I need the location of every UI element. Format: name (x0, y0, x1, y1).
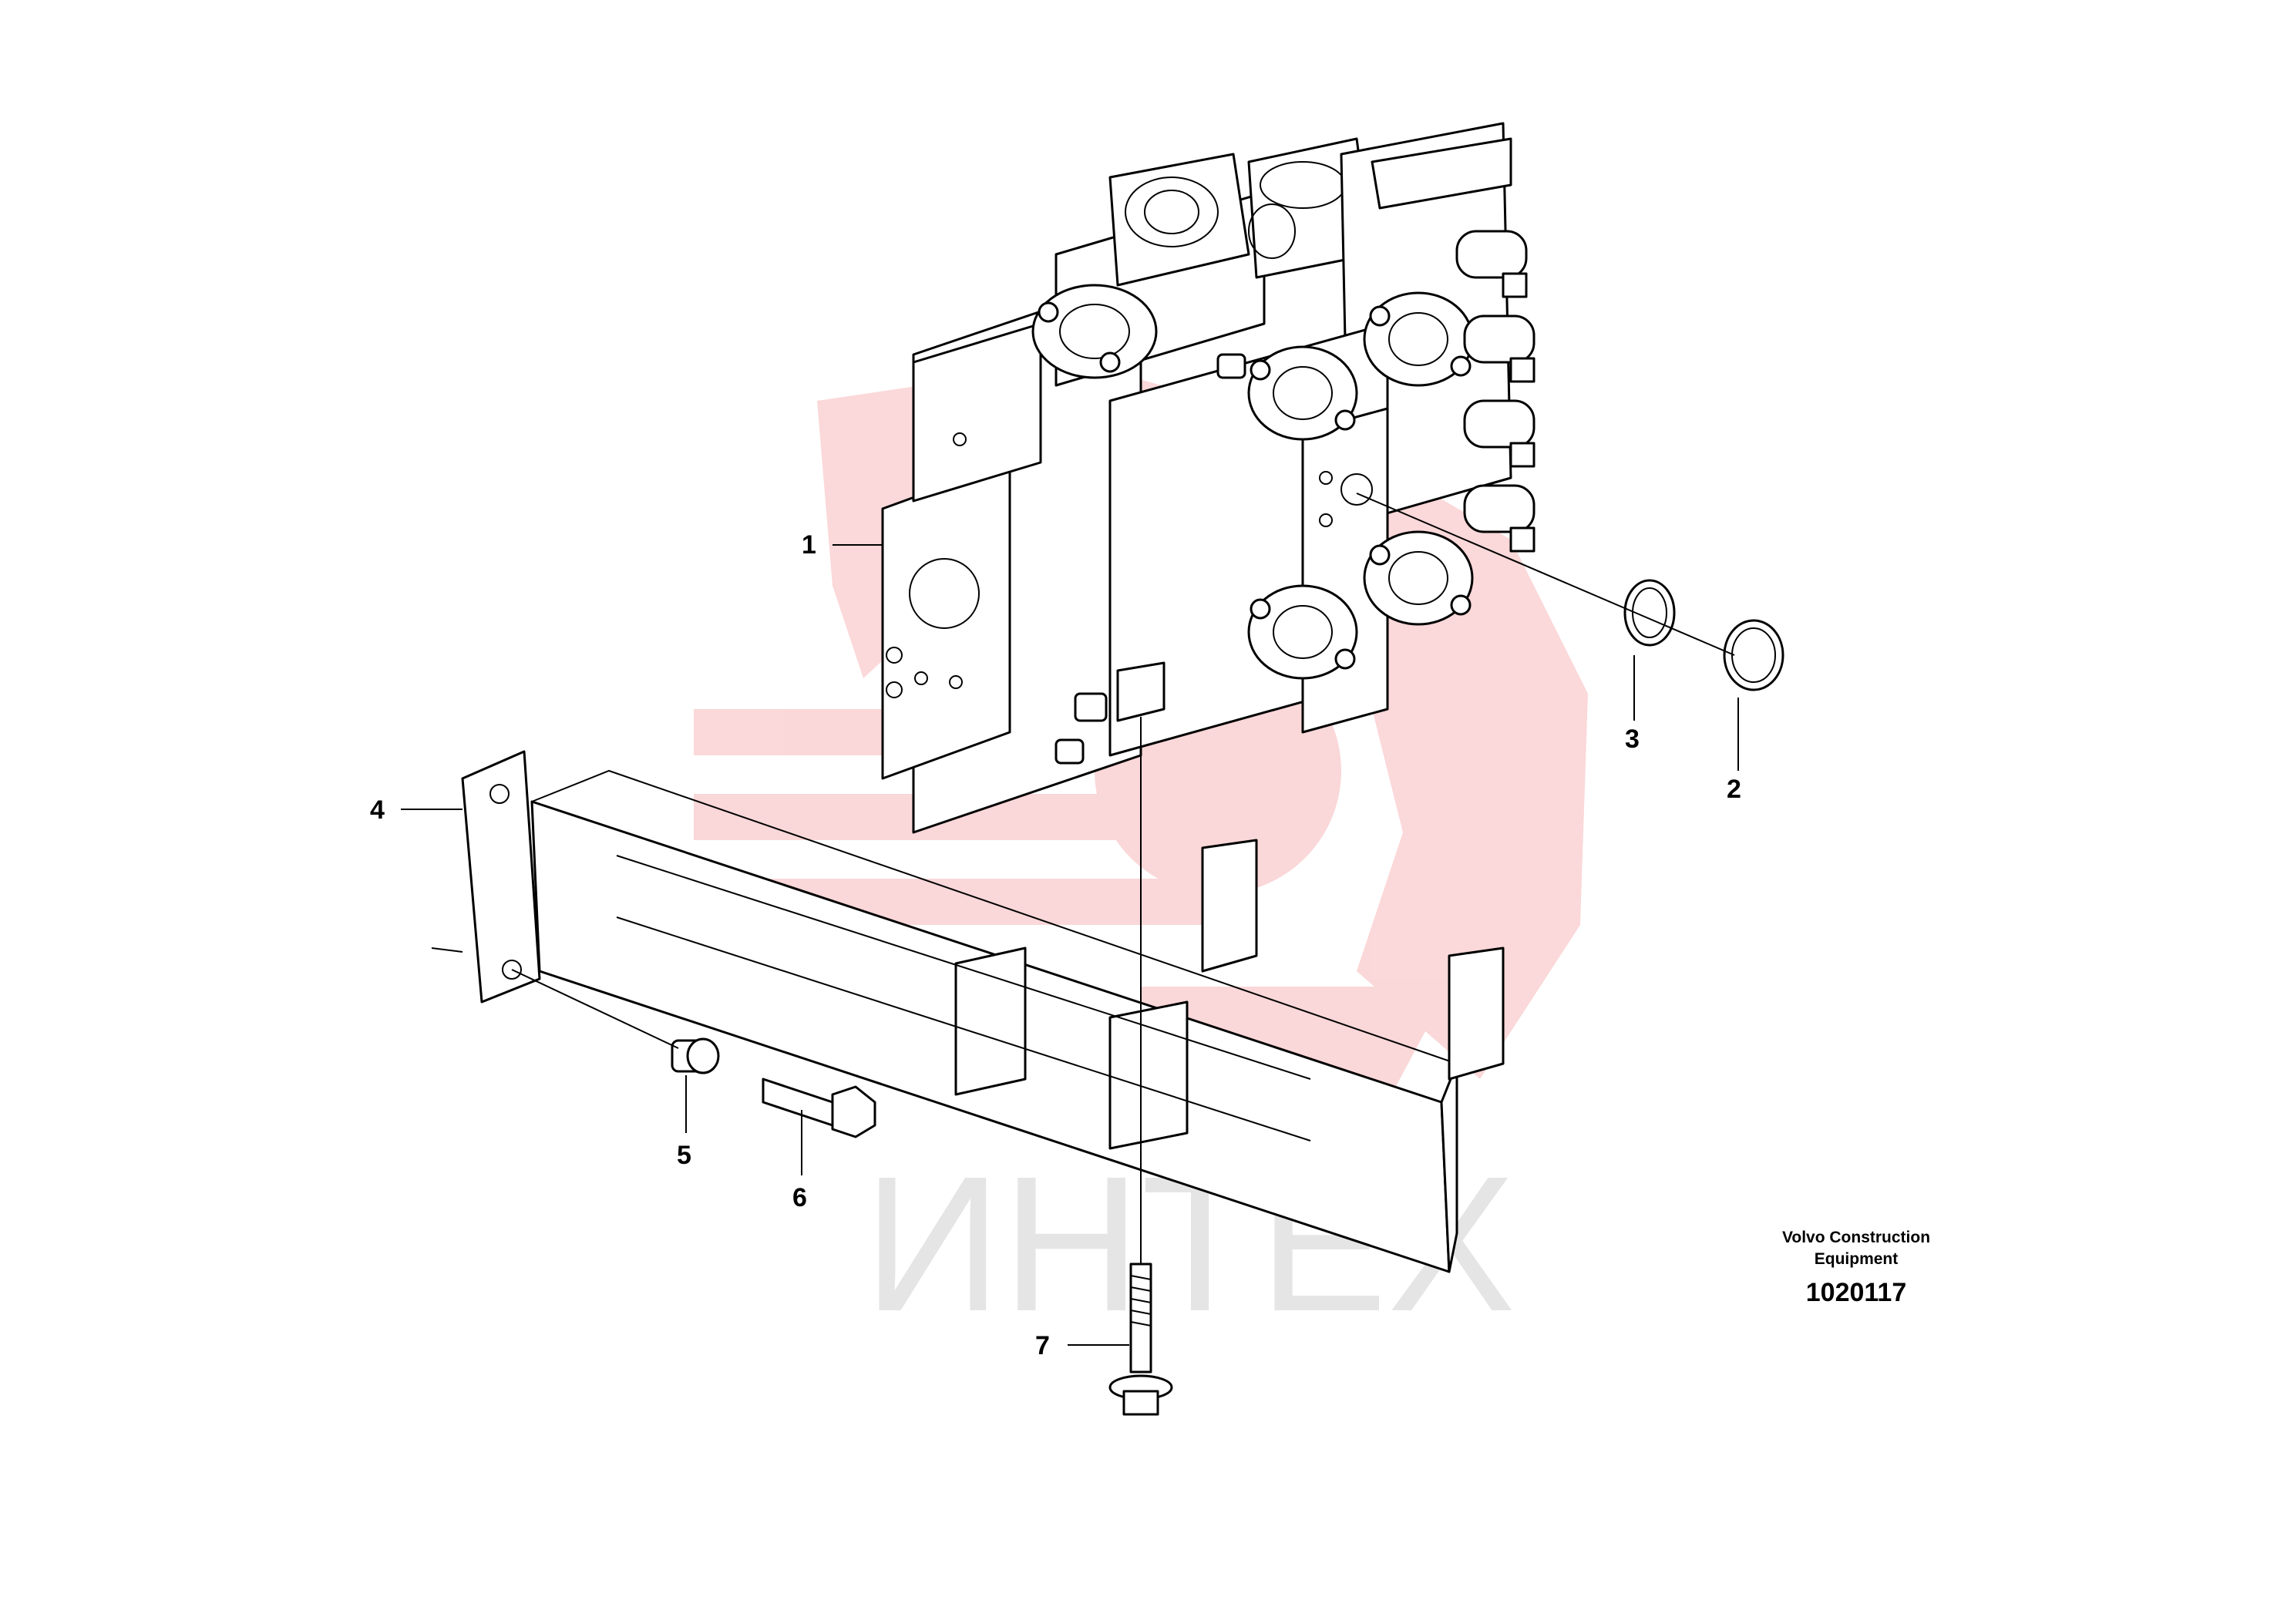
leader-lines (401, 493, 1739, 1346)
callout-1: 1 (802, 530, 816, 560)
o-ring-seal (1623, 579, 1676, 647)
long-bolt (1108, 717, 1173, 1416)
solenoid-valves (1455, 230, 1536, 553)
flat-seal-ring (1723, 619, 1784, 691)
flange-ports (1031, 284, 1474, 680)
mounting-bracket (461, 750, 1505, 1273)
callout-4: 4 (370, 795, 385, 825)
callout-7: 7 (1035, 1331, 1050, 1360)
spacer-bushing (671, 1037, 720, 1074)
document-number: 1020117 (1806, 1278, 1907, 1307)
callout-6: 6 (792, 1183, 807, 1212)
callout-3: 3 (1625, 725, 1640, 754)
credit-line-1: Volvo Construction (1782, 1229, 1930, 1246)
credit-line-2: Equipment (1815, 1250, 1899, 1268)
callout-2: 2 (1727, 775, 1741, 804)
hex-bolt (762, 1078, 876, 1138)
control-valve-assembly (881, 122, 1536, 834)
callout-5: 5 (677, 1141, 691, 1170)
